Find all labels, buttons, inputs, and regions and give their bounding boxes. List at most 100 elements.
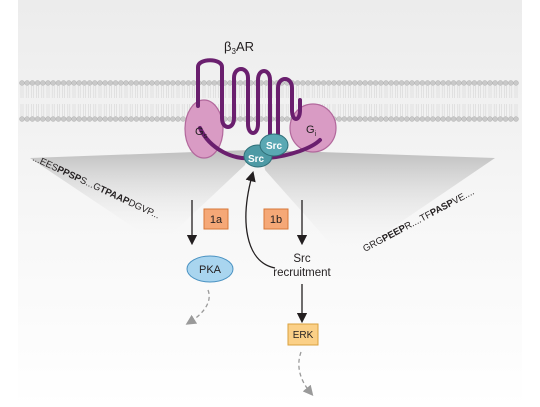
lipid-tail <box>353 104 357 116</box>
lipid-tail <box>88 86 91 98</box>
lipid-head <box>388 80 394 86</box>
lipid-head <box>149 116 155 122</box>
lipid-tail <box>93 104 97 116</box>
lipid-tail <box>379 86 383 98</box>
lipid-tail <box>467 104 471 116</box>
lipid-head <box>357 116 363 122</box>
lipid-head <box>60 80 67 86</box>
lipid-head <box>367 116 374 122</box>
lipid-tail <box>384 86 388 98</box>
lipid-head <box>76 80 82 86</box>
lipid-tail <box>176 86 180 98</box>
lipid-tail <box>493 86 497 98</box>
lipid-head <box>419 80 426 86</box>
lipid-tail <box>431 104 435 116</box>
lipid-tail <box>504 104 507 116</box>
lipid-head <box>409 116 415 122</box>
lipid-tail <box>98 104 102 116</box>
lipid-head <box>435 116 441 122</box>
lipid-tail <box>265 86 268 98</box>
lipid-tail <box>306 86 310 98</box>
lipid-tail <box>176 104 180 116</box>
lipid-tail <box>462 86 466 98</box>
lipid-head <box>102 116 108 122</box>
lipid-tail <box>514 104 518 116</box>
lipid-head <box>336 116 342 122</box>
lipid-head <box>508 116 514 122</box>
lipid-tail <box>285 104 289 116</box>
lipid-head <box>378 116 384 122</box>
lipid-tail <box>296 86 299 98</box>
lipid-tail <box>504 86 507 98</box>
lipid-tail <box>135 86 138 98</box>
lipid-tail <box>483 86 487 98</box>
lipid-head <box>508 80 514 86</box>
lipid-head <box>29 80 36 86</box>
lipid-tail <box>369 86 372 98</box>
lipid-tail <box>499 104 502 116</box>
lipid-head <box>123 80 129 86</box>
lipid-head <box>352 80 358 86</box>
lipid-tail <box>83 104 86 116</box>
lipid-tail <box>509 86 513 98</box>
lipid-tail <box>348 86 351 98</box>
lipid-tail <box>280 86 284 98</box>
lipid-head <box>237 80 244 86</box>
lipid-head <box>414 80 420 86</box>
src-back-label: Src <box>248 154 265 165</box>
lipid-head <box>76 116 82 122</box>
lipid-head <box>367 80 374 86</box>
lipid-tail <box>228 104 232 116</box>
lipid-head <box>404 80 410 86</box>
lipid-tail <box>285 86 289 98</box>
lipid-tail <box>109 104 112 116</box>
src-recruitment-line2: recruitment <box>273 267 331 279</box>
right-segment: TF <box>418 209 434 224</box>
lipid-head <box>164 80 171 86</box>
lipid-tail <box>31 86 34 98</box>
lipid-head <box>398 80 405 86</box>
lipid-tail <box>166 104 169 116</box>
lipid-head <box>487 116 493 122</box>
lipid-head <box>372 80 379 86</box>
box-1b-label: 1b <box>270 214 282 226</box>
lipid-tail <box>135 104 138 116</box>
lipid-head <box>279 116 285 122</box>
box-1a-label: 1a <box>210 214 223 226</box>
box-1a <box>203 208 229 230</box>
lipid-head <box>40 80 46 86</box>
lipid-tail <box>415 86 419 98</box>
lipid-head <box>305 80 311 86</box>
lipid-head <box>456 80 462 86</box>
lipid-head <box>92 116 98 122</box>
lipid-head <box>107 80 114 86</box>
lipid-tail <box>405 104 409 116</box>
lipid-tail <box>467 86 471 98</box>
lipid-tail <box>369 104 372 116</box>
erk-node <box>287 323 319 346</box>
lipid-head <box>60 116 67 122</box>
lipid-head <box>86 80 93 86</box>
lipid-tail <box>114 86 117 98</box>
beta3-adrenergic-receptor <box>196 58 302 142</box>
lipid-tail <box>343 104 346 116</box>
lipid-head <box>227 80 233 86</box>
lipid-head <box>320 80 327 86</box>
lipid-tail <box>348 104 351 116</box>
lipid-tail <box>410 86 414 98</box>
lipid-head <box>336 80 342 86</box>
lipid-head <box>66 116 72 122</box>
lipid-head <box>201 80 207 86</box>
lipid-head <box>206 80 212 86</box>
lipid-tail <box>51 86 55 98</box>
lipid-head <box>471 80 478 86</box>
lipid-tail <box>213 86 216 98</box>
lipid-head <box>419 116 426 122</box>
lipid-tail <box>202 86 206 98</box>
lipid-tail <box>171 104 175 116</box>
lipid-tail <box>301 86 305 98</box>
lipid-tail <box>25 104 29 116</box>
lipid-head <box>294 80 301 86</box>
lipid-head <box>310 80 316 86</box>
lipid-tail <box>280 104 284 116</box>
